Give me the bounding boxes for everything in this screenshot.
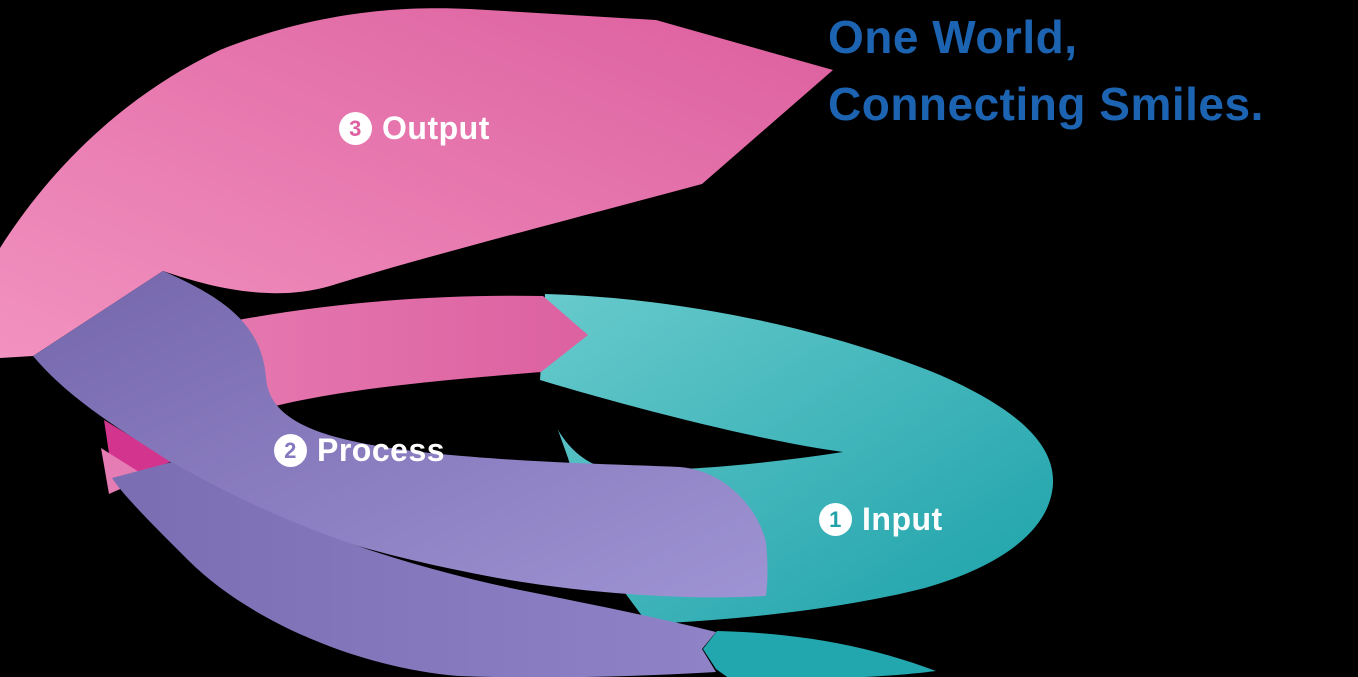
slogan-line-2: Connecting Smiles.: [828, 78, 1264, 130]
step-label-input: 1 Input: [819, 501, 943, 538]
step-number-badge-output: 3: [339, 112, 372, 145]
step-label-text-process: Process: [317, 432, 446, 468]
step-number-badge-input: 1: [819, 503, 852, 536]
teal-loop-inner-hole: [540, 380, 843, 471]
step-label-text-input: Input: [862, 501, 943, 537]
output-arrow-ribbon: [0, 8, 833, 358]
teal-bottom-sliver: [703, 631, 936, 677]
process-lower-ribbon: [112, 462, 716, 677]
slogan-line-1: One World,: [828, 11, 1078, 63]
slogan-title: One World, Connecting Smiles.: [828, 4, 1264, 138]
step-label-output: 3 Output: [339, 110, 490, 147]
step-label-text-output: Output: [382, 110, 490, 146]
pink-accent-wedge: [101, 448, 147, 494]
step-label-process: 2 Process: [274, 432, 445, 469]
step-number-badge-process: 2: [274, 434, 307, 467]
process-arrow-ribbon: [33, 271, 768, 598]
